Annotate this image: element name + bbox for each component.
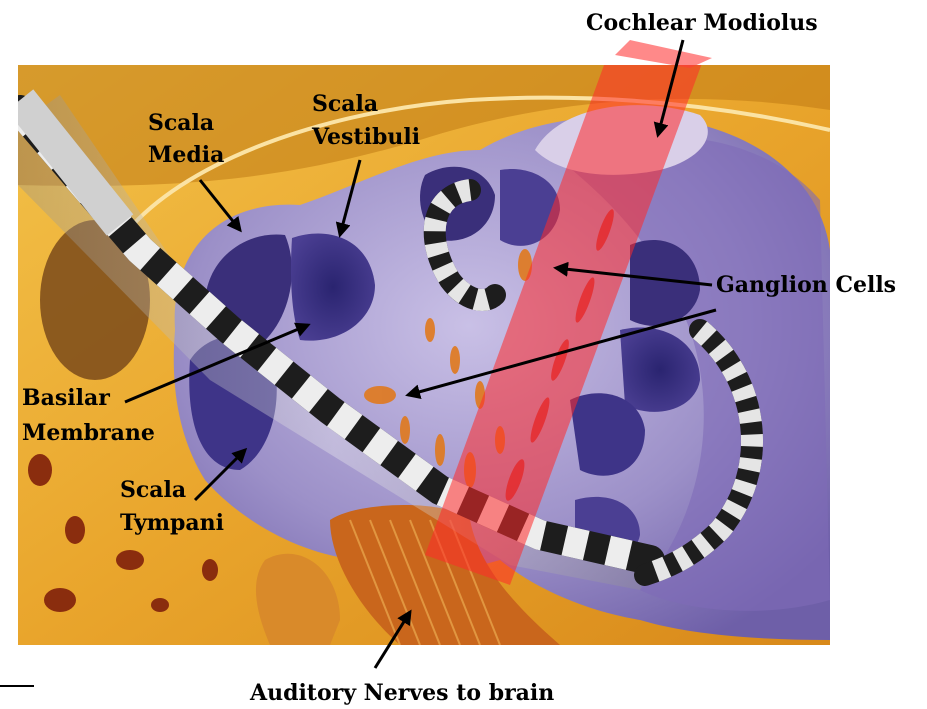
label-basilar-membrane-line2: Membrane [22,420,155,446]
label-scala-tympani-line2: Tympani [120,510,224,536]
label-cochlear-modiolus: Cochlear Modiolus [586,10,818,36]
label-ganglion-cells: Ganglion Cells [716,272,896,298]
label-basilar-membrane-line1: Basilar [22,385,110,411]
label-auditory-nerves: Auditory Nerves to brain [249,680,554,706]
modiolus-band-top [615,40,712,68]
illustration-panel [18,35,830,645]
label-scala-tympani-line1: Scala [120,477,186,503]
label-scala-media-line1: Scala [148,110,214,136]
label-scala-vestibuli-line1: Scala [312,91,378,117]
label-scala-media-line2: Media [148,142,224,168]
label-scala-vestibuli-line2: Vestibuli [311,124,420,150]
